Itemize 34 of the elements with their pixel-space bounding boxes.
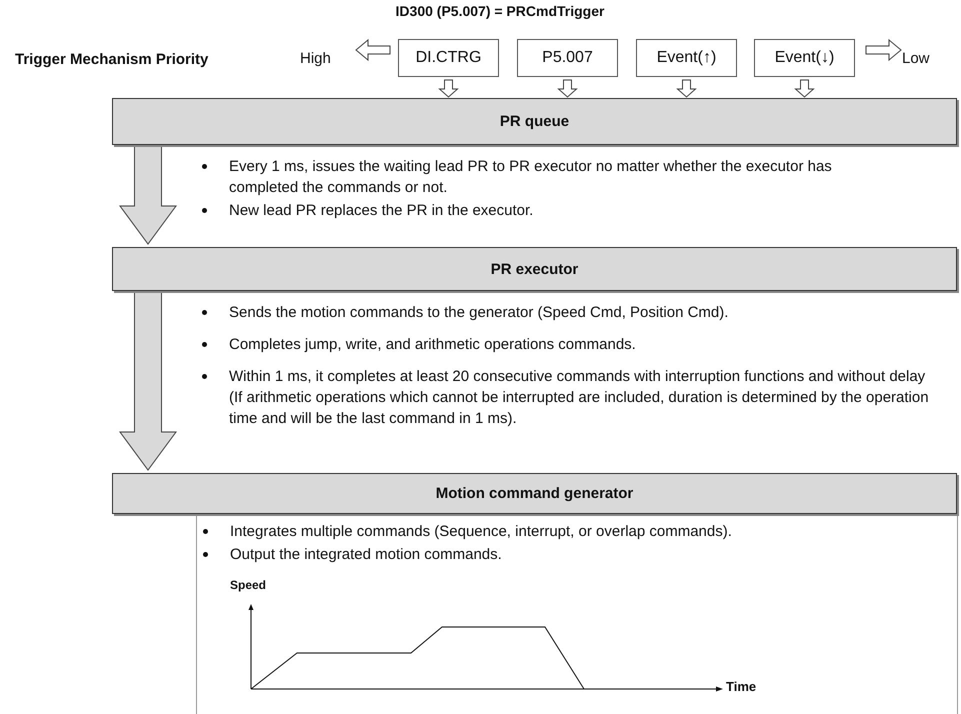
bullet-text: Sends the motion commands to the generator (Speed Cmd, Position Cmd). [229, 303, 728, 323]
block-arrow [119, 290, 177, 471]
bullet-text: Output the integrated motion commands. [230, 545, 502, 565]
trigger-box [636, 39, 737, 77]
trigger-label: P5.007 [542, 49, 593, 67]
block-arrow [438, 80, 459, 98]
heading-label: Trigger Mechanism Priority [15, 51, 208, 68]
trigger-label: Event(↑) [656, 49, 716, 67]
axis-label: Speed [230, 578, 266, 592]
stage-title: PR queue [500, 113, 570, 130]
block-arrow [676, 80, 697, 98]
trigger-box [398, 39, 499, 77]
stage-title: PR executor [490, 260, 578, 278]
trigger-label: Event(↓) [774, 49, 834, 67]
priority-label: Low [902, 50, 930, 67]
bullet-text: Within 1 ms, it completes at least 20 consecutive commands with interruption functions and without delay (If arithmetic operations which cannot be interrupted are included, duration is determined by the operation time and will be the last command in 1 ms). [229, 367, 930, 429]
diagram-title: ID300 (P5.007) = PRCmdTrigger [394, 3, 606, 19]
trigger-box [754, 39, 855, 77]
stage-band [112, 473, 957, 514]
bullet-text: Every 1 ms, issues the waiting lead PR to PR executor no matter whether the executor has completed the commands or not. [229, 157, 833, 198]
content-panel [196, 514, 958, 714]
axis-label: Time [726, 679, 756, 694]
stage-band [112, 98, 957, 145]
priority-label: High [300, 50, 331, 67]
block-arrow [119, 144, 177, 245]
bullet-text: New lead PR replaces the PR in the executor. [229, 201, 534, 221]
bullet-text: Integrates multiple commands (Sequence, interrupt, or overlap commands). [230, 522, 732, 542]
bullet-text: Completes jump, write, and arithmetic operations commands. [229, 335, 636, 355]
trigger-box [517, 39, 618, 77]
stage-band [112, 247, 957, 291]
block-arrow [557, 80, 578, 98]
trigger-label: DI.CTRG [416, 49, 482, 67]
stage-title: Motion command generator [436, 485, 634, 502]
block-arrow [794, 80, 815, 98]
